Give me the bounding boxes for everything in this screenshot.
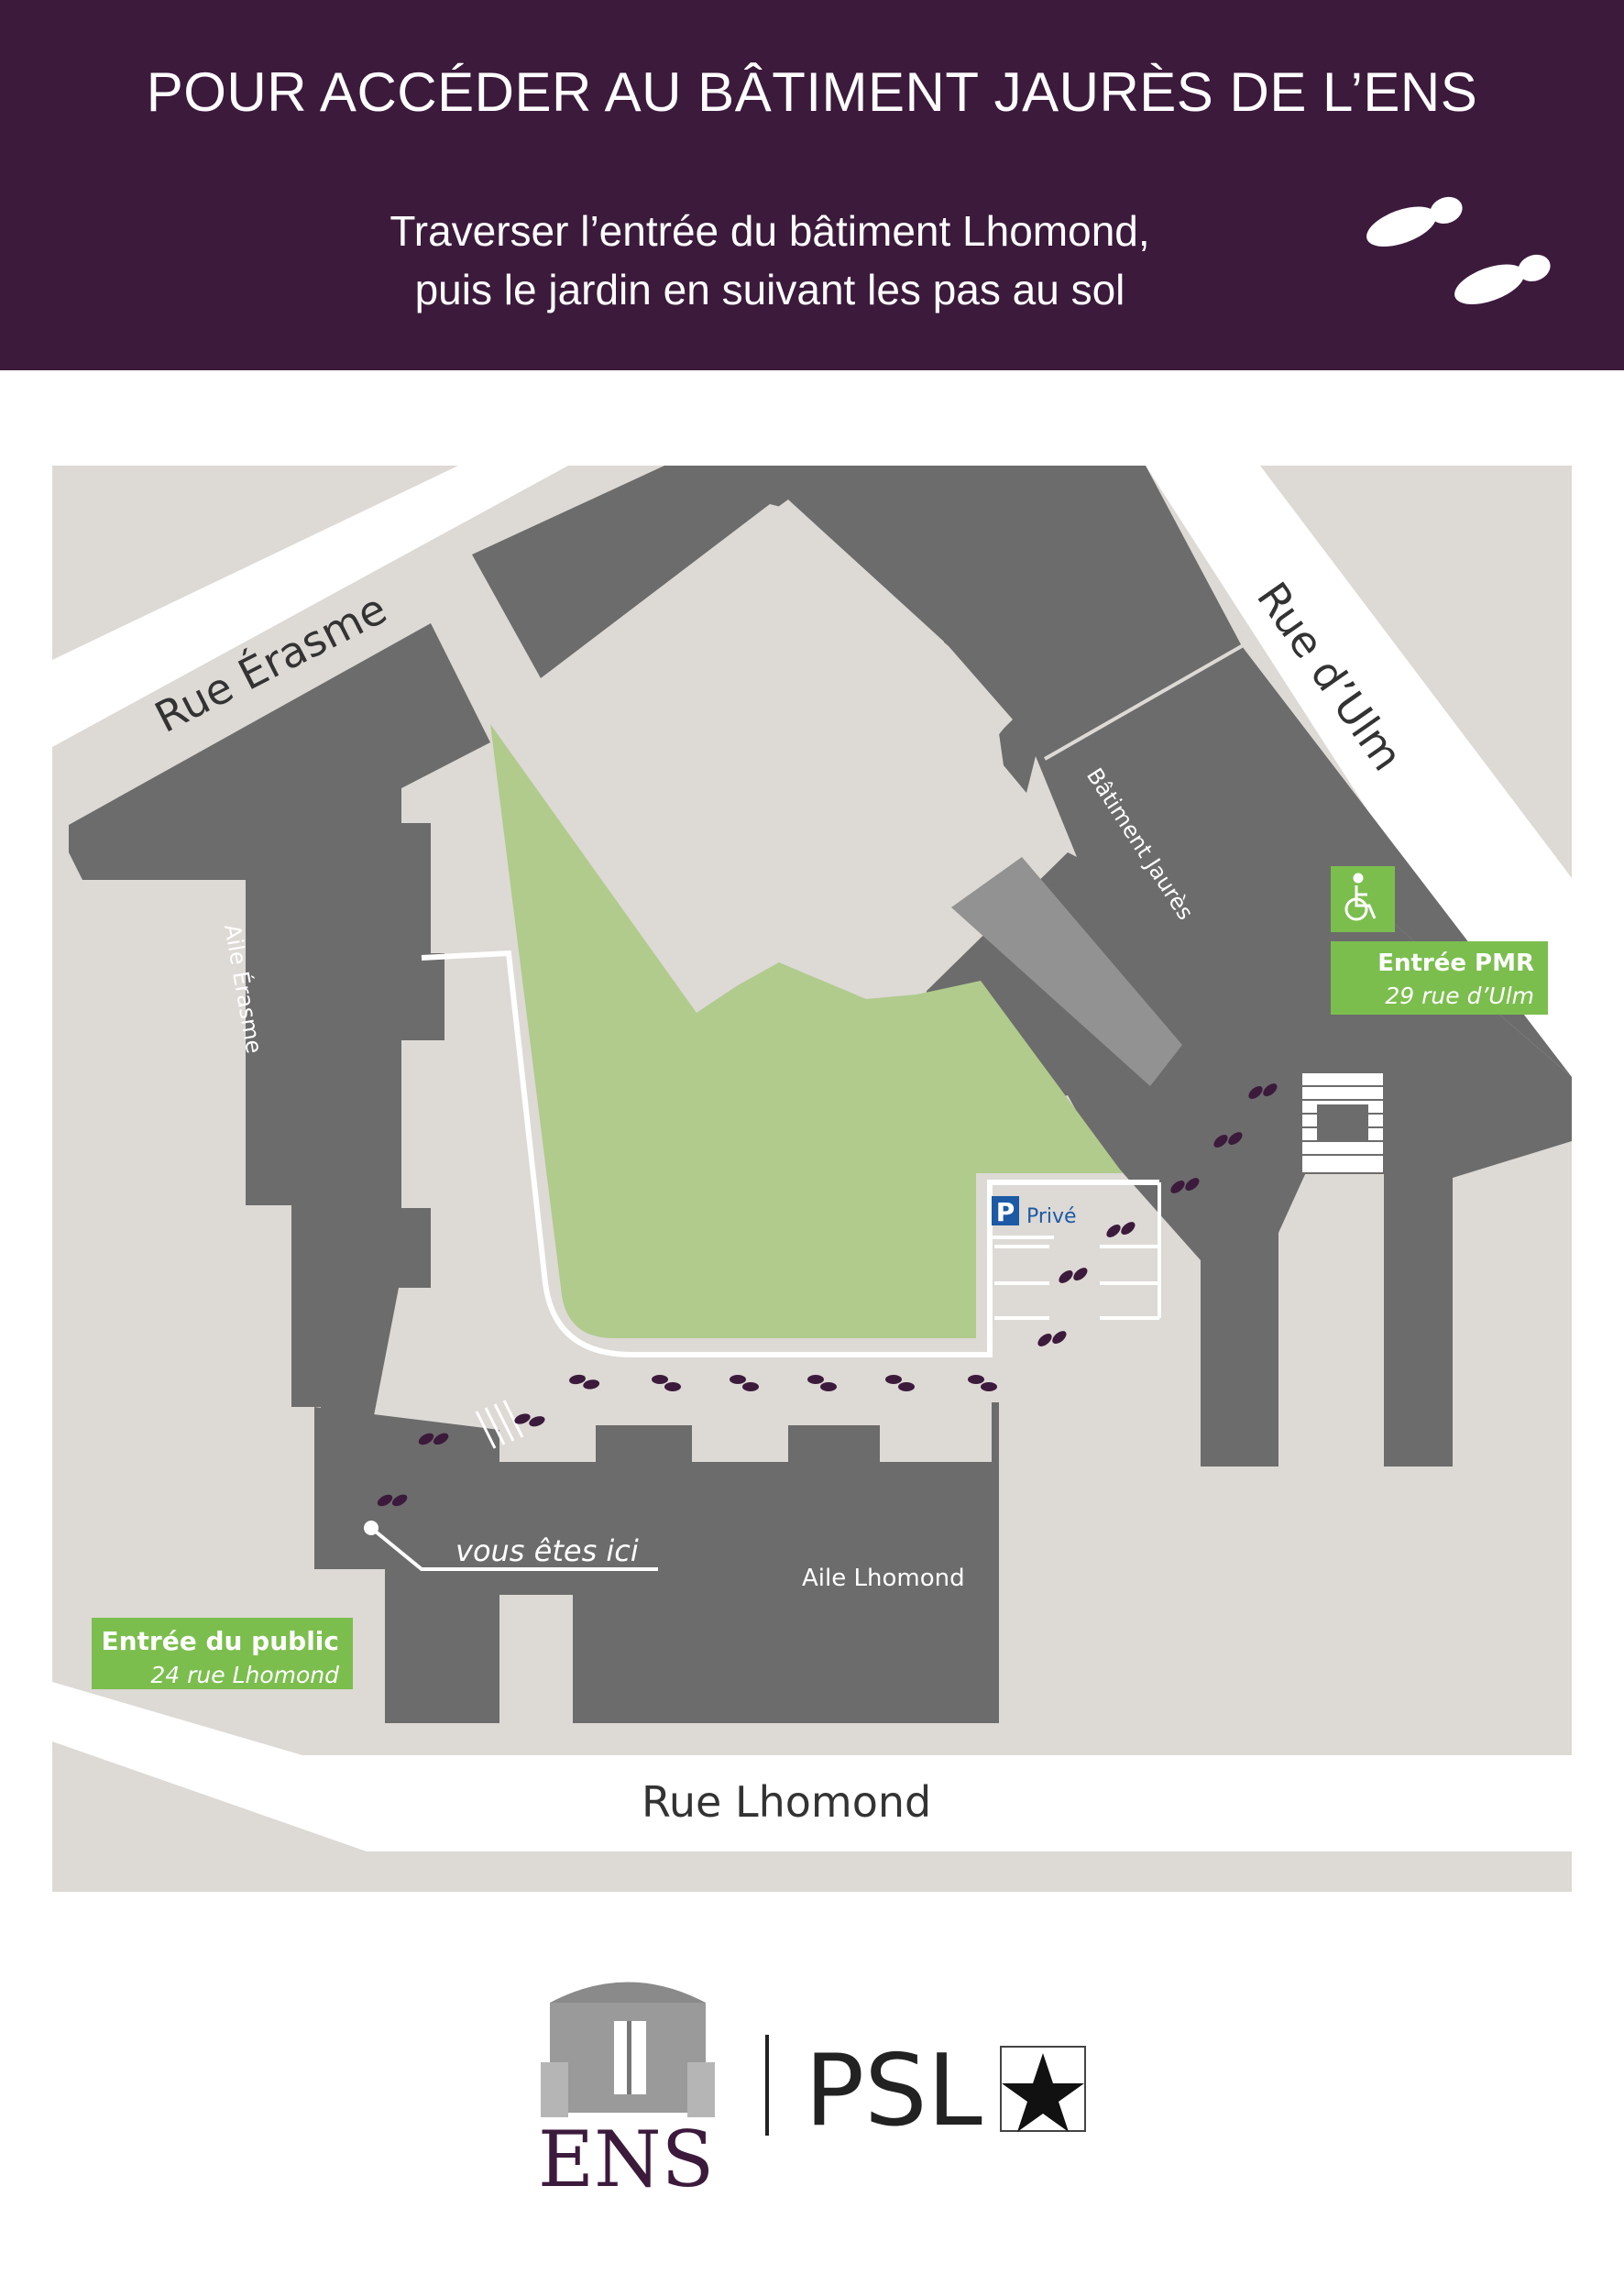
building-label-aile-lhomond: Aile Lhomond bbox=[802, 1565, 965, 1592]
footprints-icon bbox=[1366, 196, 1551, 304]
building-aile-erasme bbox=[69, 623, 490, 1430]
building-aile-lhomond bbox=[314, 1402, 999, 1723]
building-annex bbox=[951, 857, 1182, 1086]
street-rue-lhomond bbox=[52, 1682, 1572, 1851]
building-jaures-ulm bbox=[1045, 646, 1572, 1077]
parking-label: Privé bbox=[1026, 1205, 1077, 1228]
parking-sign: P Privé bbox=[992, 1196, 1077, 1228]
entree-pmr-badge: Entrée PMR 29 rue d’Ulm bbox=[1331, 866, 1548, 1015]
wheelchair-icon bbox=[1344, 873, 1377, 921]
jaures-divider bbox=[1044, 642, 1247, 761]
footprints-trail bbox=[377, 1083, 1278, 1507]
campus-map: P Privé vous ête bbox=[52, 466, 1572, 1892]
ens-logo-text: ENS bbox=[538, 2115, 714, 2204]
ens-building-icon bbox=[541, 1982, 715, 2117]
psl-star-icon bbox=[1000, 2046, 1086, 2132]
psl-logo-text: PSL bbox=[805, 2034, 982, 2148]
instruction-line-2: puis le jardin en suivant les pas au sol bbox=[414, 266, 1125, 313]
courtyard-upper bbox=[761, 500, 1004, 1017]
entree-public-title: Entrée du public bbox=[101, 1626, 339, 1656]
instructions: Traverser l’entrée du bâtiment Lhomond, … bbox=[275, 202, 1265, 319]
logo-divider bbox=[765, 2035, 769, 2136]
stairs-jaures bbox=[1300, 1071, 1385, 1174]
street-rue-erasme bbox=[52, 466, 568, 747]
page-title: POUR ACCÉDER AU BÂTIMENT JAURÈS DE L’ENS bbox=[146, 61, 1478, 123]
entree-public-address: 24 rue Lhomond bbox=[150, 1662, 339, 1688]
header-banner: POUR ACCÉDER AU BÂTIMENT JAURÈS DE L’ENS… bbox=[0, 0, 1624, 370]
garden-path bbox=[421, 950, 1159, 1357]
instruction-line-1: Traverser l’entrée du bâtiment Lhomond, bbox=[390, 207, 1150, 255]
garden bbox=[490, 724, 1123, 1338]
entree-public-badge: Entrée du public 24 rue Lhomond bbox=[92, 1618, 353, 1689]
street-label-lhomond: Rue Lhomond bbox=[642, 1777, 931, 1827]
entree-pmr-title: Entrée PMR bbox=[1377, 950, 1534, 977]
entree-pmr-address: 29 rue d’Ulm bbox=[1385, 983, 1534, 1009]
you-are-here-marker: vous êtes ici bbox=[364, 1521, 658, 1571]
stairs-lhomond bbox=[475, 1400, 524, 1449]
building-annex-lower bbox=[1201, 1247, 1278, 1467]
parking-spots bbox=[994, 1182, 1161, 1320]
parking-letter: P bbox=[996, 1197, 1015, 1227]
you-are-here-label: vous êtes ici bbox=[455, 1533, 639, 1568]
